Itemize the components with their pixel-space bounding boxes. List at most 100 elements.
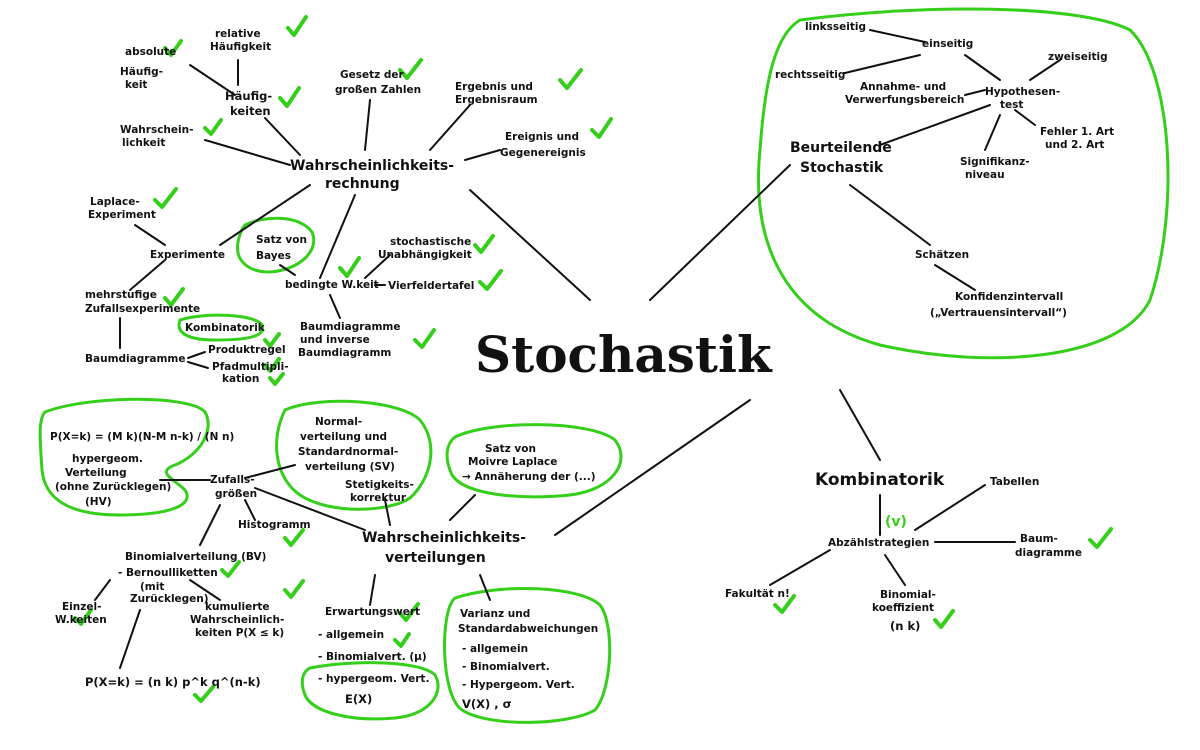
varianz-a: Varianz und bbox=[460, 608, 530, 620]
edge-wr-experimente bbox=[219, 184, 311, 246]
haeufigkeiten-a: Häufig- bbox=[225, 89, 272, 103]
edge-b-ann-hyp bbox=[964, 89, 986, 96]
absolute-label: absolute bbox=[125, 46, 176, 58]
verteilungen-branch: Wahrscheinlichkeits- verteilungen Zufall… bbox=[50, 416, 598, 711]
bayes-b: Bayes bbox=[256, 250, 291, 262]
check-mark-icon bbox=[393, 632, 411, 648]
edge-b-hyp-sig bbox=[984, 114, 1001, 151]
absolute-haeuf-a: Häufig- bbox=[120, 66, 163, 78]
konfidenz-a: Konfidenzintervall bbox=[955, 291, 1063, 303]
edge-b-zwei-hyp bbox=[1029, 59, 1061, 81]
fehler-a: Fehler 1. Art bbox=[1040, 126, 1114, 138]
fehler-b: und 2. Art bbox=[1045, 139, 1104, 151]
normal-f: korrektur bbox=[350, 492, 407, 504]
relative-a: relative bbox=[215, 28, 261, 40]
wahrscheinlichkeitsrechnung-branch: Wahrscheinlichkeits- rechnung absolute H… bbox=[85, 28, 586, 385]
moivre-b: Moivre Laplace bbox=[468, 456, 557, 468]
bernoulli-a: - Bernoulliketten bbox=[118, 567, 218, 579]
wr-title-line2: rechnung bbox=[325, 176, 400, 192]
konfidenz-b: („Vertrauensintervall“) bbox=[930, 307, 1067, 319]
erw-hyper: - hypergeom. Vert. bbox=[318, 673, 429, 685]
edge-k-bin bbox=[884, 554, 906, 586]
edge-center-verteilungen bbox=[554, 399, 751, 536]
edge-wr-ereignis bbox=[464, 149, 501, 161]
ereignis-a: Ereignis und bbox=[505, 131, 579, 143]
edge-haeuf-absolute bbox=[189, 64, 236, 96]
baumdiagramme-label: Baumdiagramme bbox=[85, 353, 186, 365]
ergebnis-a: Ergebnis und bbox=[455, 81, 533, 93]
zweiseitig-label: zweiseitig bbox=[1048, 51, 1108, 63]
k-baum-a: Baum- bbox=[1020, 533, 1058, 545]
tabellen-label: Tabellen bbox=[990, 476, 1039, 488]
wr-title-line1: Wahrscheinlichkeits- bbox=[290, 158, 454, 174]
hypothesen-a: Hypothesen- bbox=[985, 86, 1060, 98]
check-mark-icon bbox=[478, 269, 503, 291]
normal-c: Standardnormal- bbox=[298, 446, 398, 458]
abzaehl-label: Abzählstrategien bbox=[828, 537, 929, 549]
hyper-b: Verteilung bbox=[65, 467, 127, 479]
check-mark-icon bbox=[163, 39, 183, 57]
wahrsch-b: lichkeit bbox=[122, 137, 165, 149]
edge-v-var bbox=[479, 574, 491, 601]
check-mark-icon bbox=[163, 287, 185, 307]
beurteilende-branch: Beurteilende Stochastik linksseitig eins… bbox=[775, 21, 1114, 319]
check-mark-icon bbox=[153, 187, 178, 209]
baum-inv-b: und inverse bbox=[300, 334, 370, 346]
edge-z-normal bbox=[244, 464, 296, 479]
zufall-a: Zufalls- bbox=[210, 474, 255, 486]
beurteilende-title-2: Stochastik bbox=[800, 160, 884, 176]
signifikanz-b: niveau bbox=[965, 169, 1005, 181]
hyper-d: (HV) bbox=[85, 496, 112, 508]
linksseitig-label: linksseitig bbox=[805, 21, 866, 33]
signifikanz-a: Signifikanz- bbox=[960, 156, 1030, 168]
check-mark-icon bbox=[473, 234, 495, 254]
beurteilende-title-1: Beurteilende bbox=[790, 140, 892, 156]
wahrsch-a: Wahrschein- bbox=[120, 124, 193, 136]
edge-v-zuf bbox=[254, 487, 366, 531]
edge-b-ein-recht bbox=[844, 54, 921, 74]
check-mark-icon bbox=[413, 328, 436, 349]
check-mark-icon bbox=[773, 594, 796, 614]
hypothesen-b: test bbox=[1000, 99, 1023, 111]
edge-wr-haeufigkeiten bbox=[264, 117, 301, 156]
edge-bed-bayes bbox=[279, 264, 296, 276]
mehrstufige-a: mehrstufige bbox=[85, 289, 157, 301]
var-binomial: - Binomialvert. bbox=[462, 661, 550, 673]
k-baum-b: diagramme bbox=[1015, 547, 1082, 559]
edge-wr-bedingte bbox=[319, 194, 356, 279]
pfad-b: kation bbox=[222, 373, 259, 385]
check-mark-icon bbox=[933, 609, 955, 629]
binomial-b: koeffizient bbox=[872, 602, 934, 614]
edge-wr-ergebnis bbox=[429, 104, 471, 151]
laplace-b: Experiment bbox=[88, 209, 156, 221]
vx-label: V(X) , σ bbox=[462, 697, 512, 711]
rechtsseitig-label: rechtsseitig bbox=[775, 69, 845, 81]
einzel-b: W.keiten bbox=[55, 614, 107, 626]
check-mark-icon bbox=[283, 528, 305, 547]
bernoulli-b: (mit bbox=[140, 581, 164, 593]
stoch-a: stochastische bbox=[390, 236, 471, 248]
kombinatorik-title: Kombinatorik bbox=[815, 470, 945, 490]
normal-b: verteilung und bbox=[300, 431, 387, 443]
vv-label: (v) bbox=[885, 514, 907, 530]
check-mark-icon bbox=[338, 256, 361, 278]
gesetz-b: großen Zahlen bbox=[335, 84, 421, 96]
kumuliert-c: keiten P(X ≤ k) bbox=[195, 627, 284, 639]
hypergeom-ex-blob bbox=[300, 661, 440, 721]
edge-wr-gesetz bbox=[364, 99, 371, 151]
absolute-haeuf-b: keit bbox=[125, 79, 147, 91]
einzel-a: Einzel- bbox=[62, 601, 101, 613]
check-mark-icon bbox=[398, 58, 423, 80]
moivre-c: → Annäherung der (...) bbox=[462, 471, 596, 483]
edge-bin-einzel bbox=[94, 579, 111, 601]
ergebnis-b: Ergebnisraum bbox=[455, 94, 538, 106]
edge-baum-produkt bbox=[187, 351, 206, 359]
erwartungswert-label: Erwartungswert bbox=[325, 606, 420, 618]
haeufigkeiten-b: keiten bbox=[230, 104, 271, 118]
check-mark-icon bbox=[220, 560, 241, 578]
edge-bed-stoch bbox=[364, 254, 391, 279]
normal-e: Stetigkeits- bbox=[345, 479, 414, 491]
var-hyper: - Hypergeom. Vert. bbox=[462, 679, 575, 691]
